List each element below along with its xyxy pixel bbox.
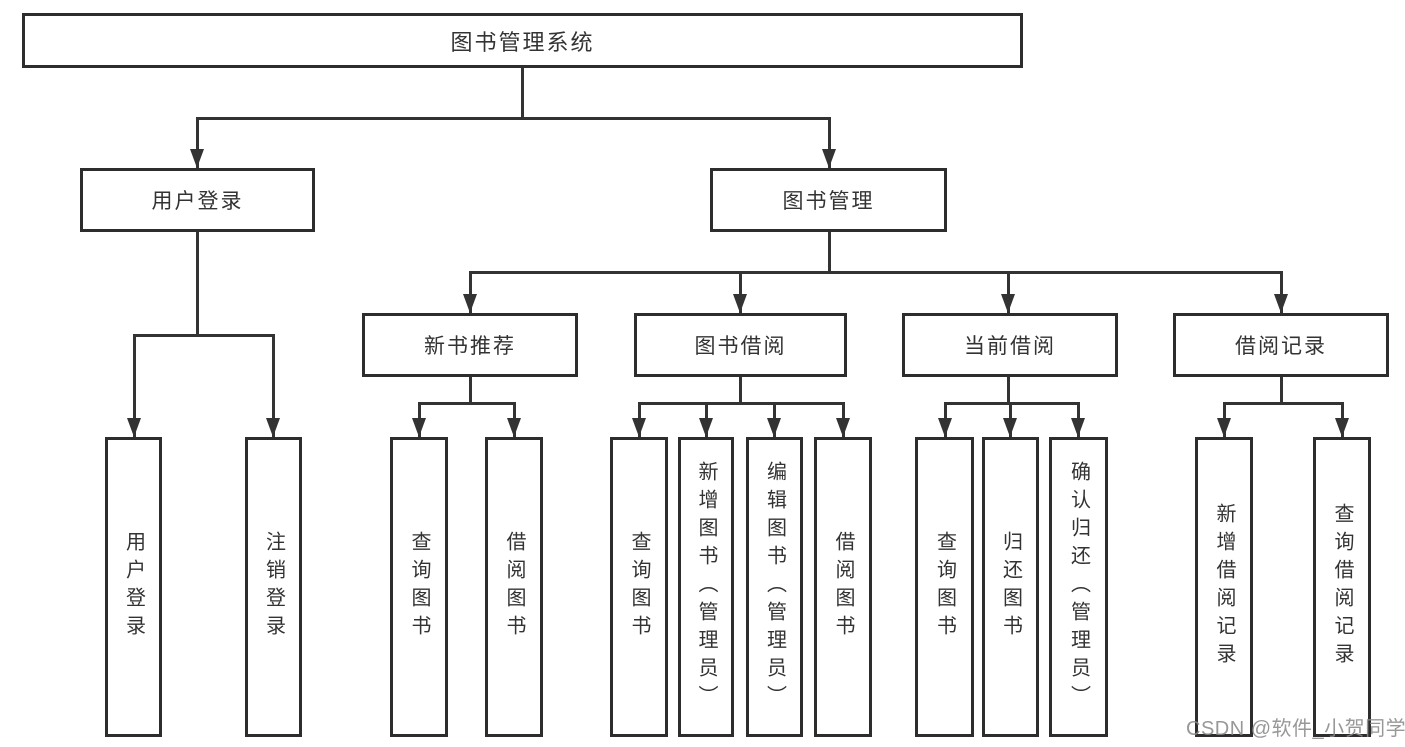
arrow-down-icon xyxy=(463,294,477,313)
connector-line xyxy=(468,377,472,403)
arrow-down-icon xyxy=(836,418,850,437)
connector-line xyxy=(195,116,831,120)
leaf-add-borrow-record: 新增借阅记录 xyxy=(1195,437,1253,737)
arrow-down-icon xyxy=(1217,418,1231,437)
arrow-down-icon xyxy=(1274,294,1288,313)
connector-line xyxy=(195,232,199,335)
node-user-login-label: 用户登录 xyxy=(151,190,244,213)
leaf-add-borrow-record-label: 新增借阅记录 xyxy=(1213,503,1235,671)
leaf-edit-book-admin-label: 编辑图书（管理员） xyxy=(763,461,786,713)
node-root-label: 图书管理系统 xyxy=(450,29,595,55)
node-book-borrow-label: 图书借阅 xyxy=(694,335,787,358)
arrow-down-icon xyxy=(127,418,141,437)
leaf-return-book-label: 归还图书 xyxy=(999,531,1022,643)
node-borrow-records-label: 借阅记录 xyxy=(1235,335,1327,358)
connector-line xyxy=(132,335,136,437)
arrow-down-icon xyxy=(632,418,646,437)
arrow-down-icon xyxy=(767,418,781,437)
leaf-borrow-query-book: 查询图书 xyxy=(610,437,668,737)
leaf-recommend-borrow-book: 借阅图书 xyxy=(485,437,543,737)
leaf-current-query-book: 查询图书 xyxy=(915,437,974,737)
leaf-recommend-borrow-book-label: 借阅图书 xyxy=(503,531,525,643)
connector-line xyxy=(1006,272,1010,313)
connector-line xyxy=(195,118,199,168)
node-current-borrow: 当前借阅 xyxy=(902,313,1118,377)
connector-line xyxy=(468,270,1283,274)
leaf-add-book-admin-label: 新增图书（管理员） xyxy=(695,461,717,713)
leaf-current-query-book-label: 查询图书 xyxy=(933,531,956,643)
leaf-recommend-query-book-label: 查询图书 xyxy=(408,531,430,643)
arrow-down-icon xyxy=(1071,418,1085,437)
node-book-management: 图书管理 xyxy=(710,168,947,232)
connector-line xyxy=(1279,377,1283,403)
leaf-borrow-query-book-label: 查询图书 xyxy=(628,531,650,643)
connector-line xyxy=(132,333,275,337)
arrow-down-icon xyxy=(699,418,713,437)
connector-line xyxy=(637,401,845,405)
leaf-return-book: 归还图书 xyxy=(982,437,1039,737)
leaf-add-book-admin: 新增图书（管理员） xyxy=(678,437,734,737)
connector-line xyxy=(943,401,1080,405)
connector-line xyxy=(738,272,742,313)
arrow-down-icon xyxy=(190,149,204,168)
connector-line xyxy=(1006,377,1010,403)
arrow-down-icon xyxy=(507,418,521,437)
leaf-logout-label: 注销登录 xyxy=(262,531,285,643)
leaf-confirm-return-admin: 确认归还（管理员） xyxy=(1049,437,1108,737)
leaf-user-login-label: 用户登录 xyxy=(122,531,145,643)
connector-line xyxy=(1279,272,1283,313)
node-current-borrow-label: 当前借阅 xyxy=(964,335,1056,358)
leaf-recommend-query-book: 查询图书 xyxy=(390,437,448,737)
connector-line xyxy=(520,68,524,118)
connector-line xyxy=(738,377,742,403)
leaf-confirm-return-admin-label: 确认归还（管理员） xyxy=(1067,461,1090,713)
arrow-down-icon xyxy=(1001,294,1015,313)
connector-line xyxy=(271,335,275,437)
arrow-down-icon xyxy=(412,418,426,437)
connector-line xyxy=(1222,401,1344,405)
arrow-down-icon xyxy=(266,418,280,437)
node-new-book-recommend-label: 新书推荐 xyxy=(424,335,516,358)
leaf-logout: 注销登录 xyxy=(245,437,302,737)
arrow-down-icon xyxy=(733,294,747,313)
node-new-book-recommend: 新书推荐 xyxy=(362,313,578,377)
connector-line xyxy=(827,118,831,168)
leaf-borrow-book-label: 借阅图书 xyxy=(832,531,854,643)
leaf-user-login: 用户登录 xyxy=(105,437,162,737)
connector-line xyxy=(468,272,472,313)
leaf-query-borrow-record: 查询借阅记录 xyxy=(1313,437,1371,737)
arrow-down-icon xyxy=(822,149,836,168)
node-book-management-label: 图书管理 xyxy=(782,190,875,213)
node-book-borrow: 图书借阅 xyxy=(634,313,847,377)
leaf-borrow-book: 借阅图书 xyxy=(814,437,872,737)
leaf-query-borrow-record-label: 查询借阅记录 xyxy=(1331,503,1353,671)
node-borrow-records: 借阅记录 xyxy=(1173,313,1389,377)
node-root: 图书管理系统 xyxy=(22,13,1023,68)
arrow-down-icon xyxy=(938,418,952,437)
connector-line xyxy=(417,401,516,405)
connector-line xyxy=(827,232,831,272)
csdn-watermark: CSDN @软件_小贺同学 xyxy=(1186,718,1405,740)
node-user-login: 用户登录 xyxy=(80,168,315,232)
leaf-edit-book-admin: 编辑图书（管理员） xyxy=(746,437,803,737)
arrow-down-icon xyxy=(1003,418,1017,437)
arrow-down-icon xyxy=(1335,418,1349,437)
